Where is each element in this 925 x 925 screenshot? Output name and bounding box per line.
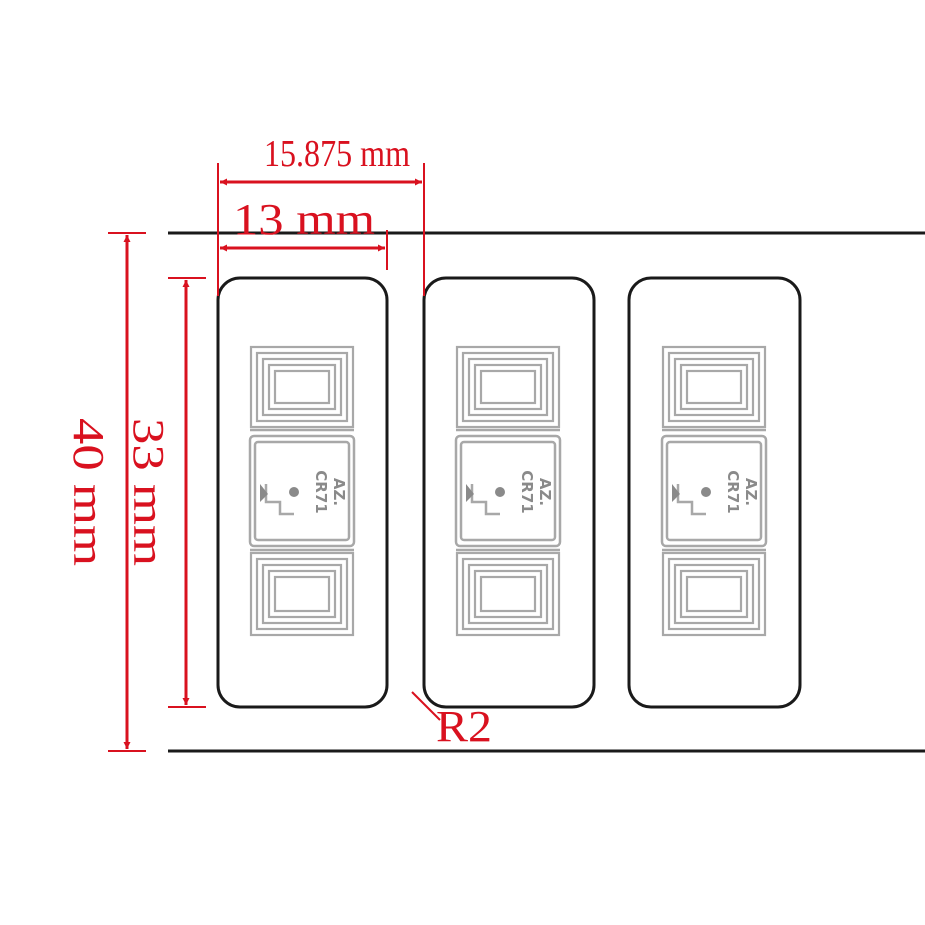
corner-radius-label: R2 — [436, 702, 492, 751]
label-3: AZ. CR71 — [627, 276, 802, 709]
label-outline — [216, 276, 389, 709]
liner-width-dimension — [108, 232, 146, 752]
label-width-dimension — [220, 230, 388, 270]
rfid-inlay: AZ. CR71 — [454, 345, 562, 637]
rfid-inlay: AZ. CR71 — [248, 345, 356, 637]
label-outline — [422, 276, 596, 709]
chip-text-1: AZ. — [742, 478, 760, 506]
label-height-label: 33 mm — [124, 418, 173, 566]
pitch-dimension — [217, 163, 425, 296]
label-width-label: 13 mm — [233, 195, 375, 244]
chip-text-2: CR71 — [724, 470, 742, 513]
chip-text-2: CR71 — [312, 470, 330, 513]
label-2: AZ. CR71 — [422, 276, 596, 709]
label-1: AZ. CR71 — [216, 276, 389, 709]
chip-text-1: AZ. — [536, 478, 554, 506]
pitch-dimension-label: 15.875 mm — [264, 133, 410, 175]
chip-text-2: CR71 — [518, 470, 536, 513]
chip-text-1: AZ. — [330, 478, 348, 506]
label-height-dimension — [168, 277, 206, 708]
label-outline — [627, 276, 802, 709]
liner-width-label: 40 mm — [64, 418, 113, 566]
radius-leader-line — [411, 691, 441, 721]
rfid-inlay: AZ. CR71 — [660, 345, 768, 637]
